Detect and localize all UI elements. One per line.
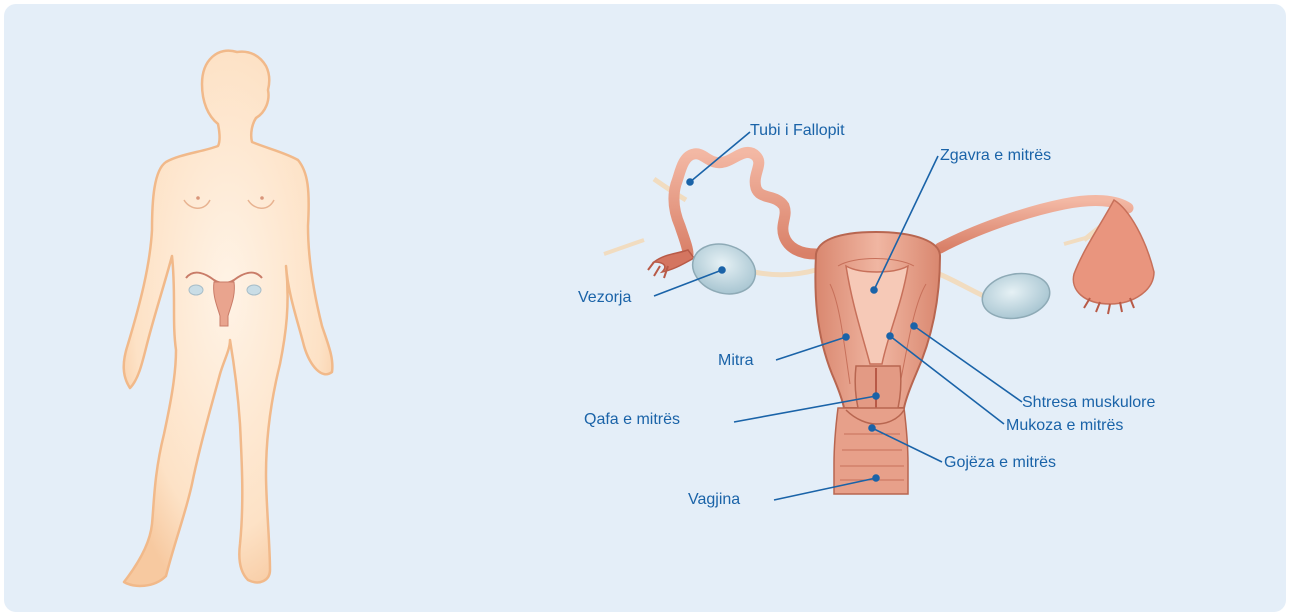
label-uterine-cavity: Zgavra e mitrës — [940, 147, 1051, 165]
label-endometrium: Mukoza e mitrës — [1006, 417, 1123, 435]
label-uterus: Mitra — [718, 352, 754, 370]
label-ovary: Vezorja — [578, 289, 631, 307]
label-external-os: Gojëza e mitrës — [944, 454, 1056, 472]
ovarian-ligament-left — [754, 270, 816, 275]
fimbriae-right — [1073, 200, 1154, 304]
label-muscle-layer: Shtresa muskulore — [1022, 394, 1155, 412]
fimbriae-left — [654, 250, 694, 272]
fallopian-tube-left — [674, 152, 816, 254]
leader-muscle-layer — [914, 326, 1022, 402]
reproductive-organ-illustration — [4, 4, 1286, 612]
label-vagina: Vagjina — [688, 491, 740, 509]
vagina — [834, 408, 908, 494]
ovarian-ligament-right — [939, 274, 988, 298]
label-fallopian-tube: Tubi i Fallopit — [750, 122, 845, 140]
diagram-panel: Tubi i Fallopit Zgavra e mitrës Vezorja … — [4, 4, 1286, 612]
label-cervix: Qafa e mitrës — [584, 411, 680, 429]
ovary-right — [979, 268, 1054, 323]
